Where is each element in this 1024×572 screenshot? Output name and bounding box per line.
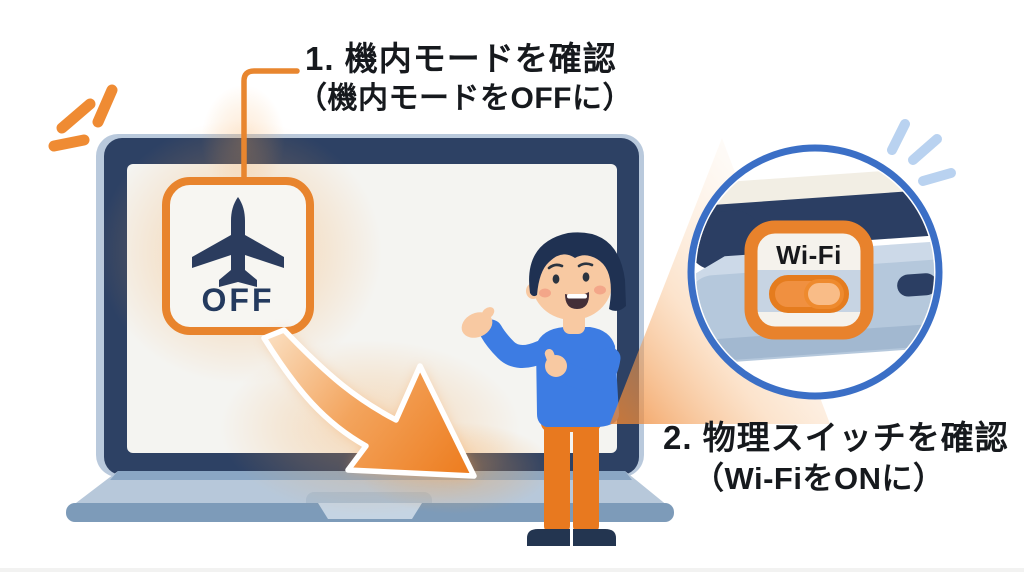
airplane-icon	[192, 197, 284, 287]
sparkle-icon	[48, 84, 118, 152]
person-leg	[573, 415, 599, 533]
person-shoe	[527, 529, 570, 546]
sparkle-icon	[887, 119, 956, 186]
person-hair	[529, 232, 626, 311]
airplane-mode-off-label: OFF	[201, 282, 275, 318]
step2-subtitle: （Wi-FiをONに）	[693, 461, 945, 496]
toggle-on-icon	[769, 275, 849, 313]
laptop-port	[897, 273, 934, 297]
step1-connector-line	[241, 68, 300, 185]
curved-arrow-down-right-icon	[261, 327, 477, 479]
person-leg	[544, 415, 570, 533]
step1-subtitle: （機内モードをOFFに）	[297, 82, 633, 115]
bottom-edge-strip	[0, 568, 1024, 572]
wifi-switch-label: Wi-Fi	[776, 240, 842, 270]
airplane-mode-panel	[162, 177, 314, 335]
wifi-switch-panel	[744, 220, 874, 340]
zoom-callout-circle	[687, 144, 943, 400]
person	[461, 232, 626, 546]
person-shoe	[573, 529, 616, 546]
step2-title: 2. 物理スイッチを確認	[663, 419, 1009, 456]
step1-title: 1. 機内モードを確認	[305, 40, 617, 77]
